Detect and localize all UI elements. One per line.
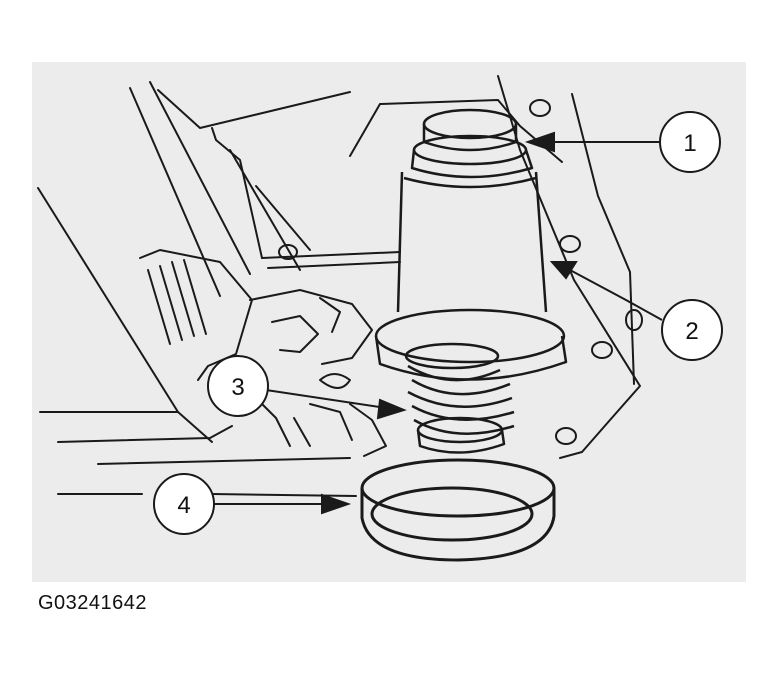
callout-4-label: 4 <box>177 492 190 519</box>
callout-1-label: 1 <box>683 130 696 157</box>
callout-2: 2 <box>661 299 723 361</box>
callout-3-label: 3 <box>231 374 244 401</box>
callout-3: 3 <box>207 355 269 417</box>
callout-4: 4 <box>153 473 215 535</box>
piston-seal-ring <box>360 458 556 562</box>
case-bolt-holes <box>278 99 643 445</box>
figure-code: G03241642 <box>38 592 148 614</box>
accumulator-piston <box>374 108 568 381</box>
accumulator-spring <box>404 342 515 454</box>
callout-1: 1 <box>659 111 721 173</box>
callout-leaders <box>214 131 663 515</box>
transmission-case-outline <box>37 75 641 497</box>
callout-2-label: 2 <box>685 318 698 345</box>
